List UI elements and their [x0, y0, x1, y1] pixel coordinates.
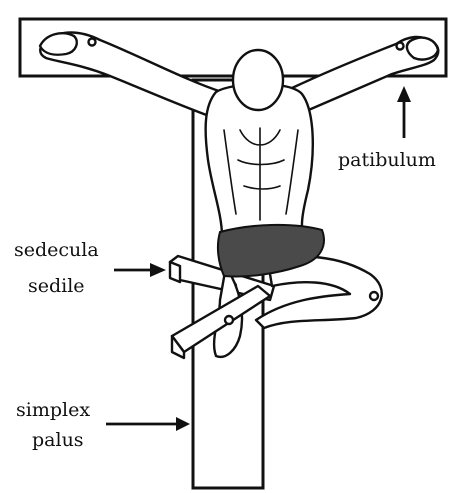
head — [233, 50, 283, 110]
right-hand — [407, 38, 438, 60]
left-nail-mark — [89, 39, 96, 46]
label-palus: palus — [32, 429, 84, 451]
arrow-simplex-palus — [106, 417, 190, 431]
arrow-sedecula — [114, 263, 166, 277]
right-nail-mark — [397, 43, 404, 50]
knee — [370, 292, 378, 300]
label-sedile: sedile — [28, 275, 85, 297]
arrow-patibulum — [397, 86, 411, 138]
label-sedecula: sedecula — [14, 239, 99, 261]
label-simplex: simplex — [16, 399, 90, 421]
figure — [40, 33, 438, 239]
label-patibulum: patibulum — [338, 149, 436, 171]
